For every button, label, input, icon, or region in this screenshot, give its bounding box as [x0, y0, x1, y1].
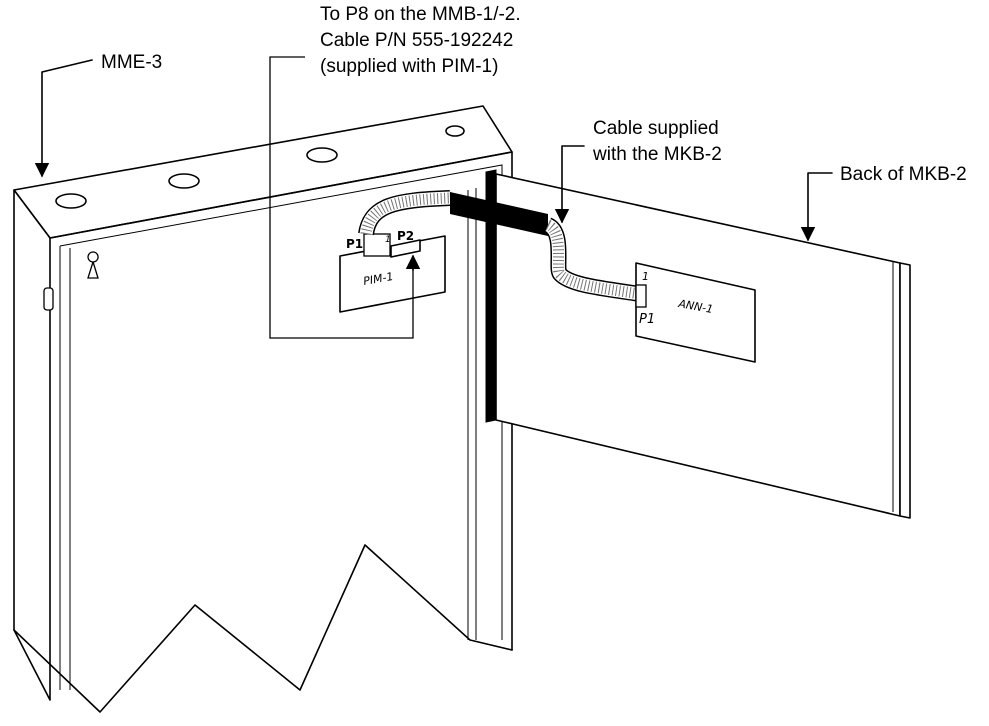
- mkb2-leader: [800, 172, 833, 242]
- cable-callout-line1: Cable supplied: [593, 118, 719, 139]
- pim1-board: PIM-1 P1 P2 1: [339, 229, 446, 313]
- p8-callout-line1: To P8 on the MMB-1/-2.: [320, 4, 521, 25]
- ann1-connector-p1: [635, 284, 647, 308]
- mkb2-callout: Back of MKB-2: [840, 164, 967, 185]
- knockout-hole-4: [445, 125, 465, 137]
- enclosure-latch: [43, 287, 54, 311]
- knockout-hole-2: [168, 173, 200, 189]
- enclosure-top-face: [13, 105, 513, 239]
- ann1-label: ANN-1: [676, 297, 714, 316]
- pim1-callout-box: [269, 56, 414, 339]
- ann1-board-outline: [635, 262, 756, 363]
- mkb2-panel-edge: [899, 262, 911, 519]
- mme3-leader: [34, 59, 93, 178]
- pim1-p2-label: P2: [397, 229, 414, 243]
- enclosure-left-side: [13, 189, 51, 701]
- enclosure-breakaway-edge: [13, 544, 513, 713]
- ann1-pin1-label: 1: [642, 270, 649, 283]
- ribbon-cable: [358, 190, 642, 302]
- p8-callout-line3: (supplied with PIM-1): [320, 56, 498, 77]
- knockout-hole-1: [55, 193, 87, 209]
- pim1-pin1-label: 1: [385, 235, 391, 245]
- cable-callout-line2: with the MKB-2: [592, 144, 722, 165]
- cable-leader: [554, 145, 585, 224]
- enclosure-front-face: [49, 151, 513, 651]
- pim1-connector-p1: [363, 233, 391, 257]
- callout-leaders: [34, 56, 833, 339]
- pim1-connector-p2: [390, 239, 421, 258]
- mme3-callout: MME-3: [101, 52, 162, 73]
- ribbon-cable-dark-section: [450, 192, 548, 236]
- pim1-p1-label: P1: [346, 237, 363, 251]
- pim1-label: PIM-1: [362, 270, 394, 288]
- ann1-p1-label: P1: [639, 312, 655, 327]
- knockout-hole-3: [306, 147, 338, 163]
- ann1-board: ANN-1 P1 1: [635, 262, 756, 363]
- p8-callout-line2: Cable P/N 555-192242: [320, 30, 513, 51]
- enclosure-inner-frame: [59, 164, 503, 690]
- keyhole-mount: [87, 251, 99, 279]
- mme3-enclosure: [13, 105, 513, 713]
